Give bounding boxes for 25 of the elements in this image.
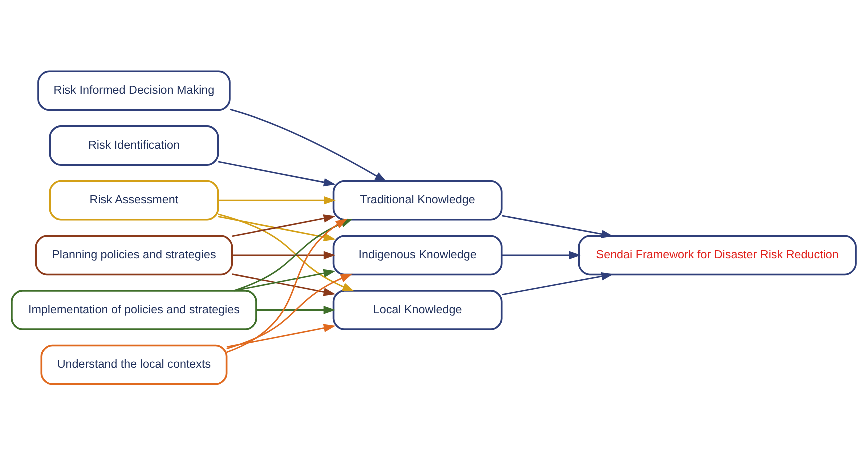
node-box: Indigenous Knowledge	[332, 234, 503, 276]
node-box: Planning policies and strategies	[35, 234, 234, 276]
node-box: Local Knowledge	[332, 290, 503, 330]
arrow	[218, 196, 336, 204]
arrow	[502, 214, 614, 238]
arrow	[226, 324, 336, 348]
arrow	[234, 268, 336, 292]
arrow	[232, 273, 336, 296]
arrow	[226, 218, 348, 353]
arrow	[226, 273, 353, 350]
arrow	[218, 216, 336, 241]
arrow	[502, 250, 582, 260]
arrow	[232, 214, 336, 237]
node-box: Risk Informed Decision Making	[38, 70, 231, 111]
node-box: Traditional Knowledge	[332, 180, 503, 220]
arrow	[502, 272, 614, 296]
node-box: Risk Identification	[49, 125, 220, 166]
node-box: Sendai Framework for Disaster Risk Reduction	[578, 234, 857, 276]
node-box: Understand the local contexts	[40, 344, 228, 385]
arrow	[232, 250, 336, 260]
arrow	[218, 160, 336, 186]
node-box: Implementation of policies and strategies	[11, 290, 258, 330]
node-box: Risk Assessment	[49, 180, 220, 220]
arrow	[230, 108, 388, 182]
arrow	[256, 306, 336, 314]
